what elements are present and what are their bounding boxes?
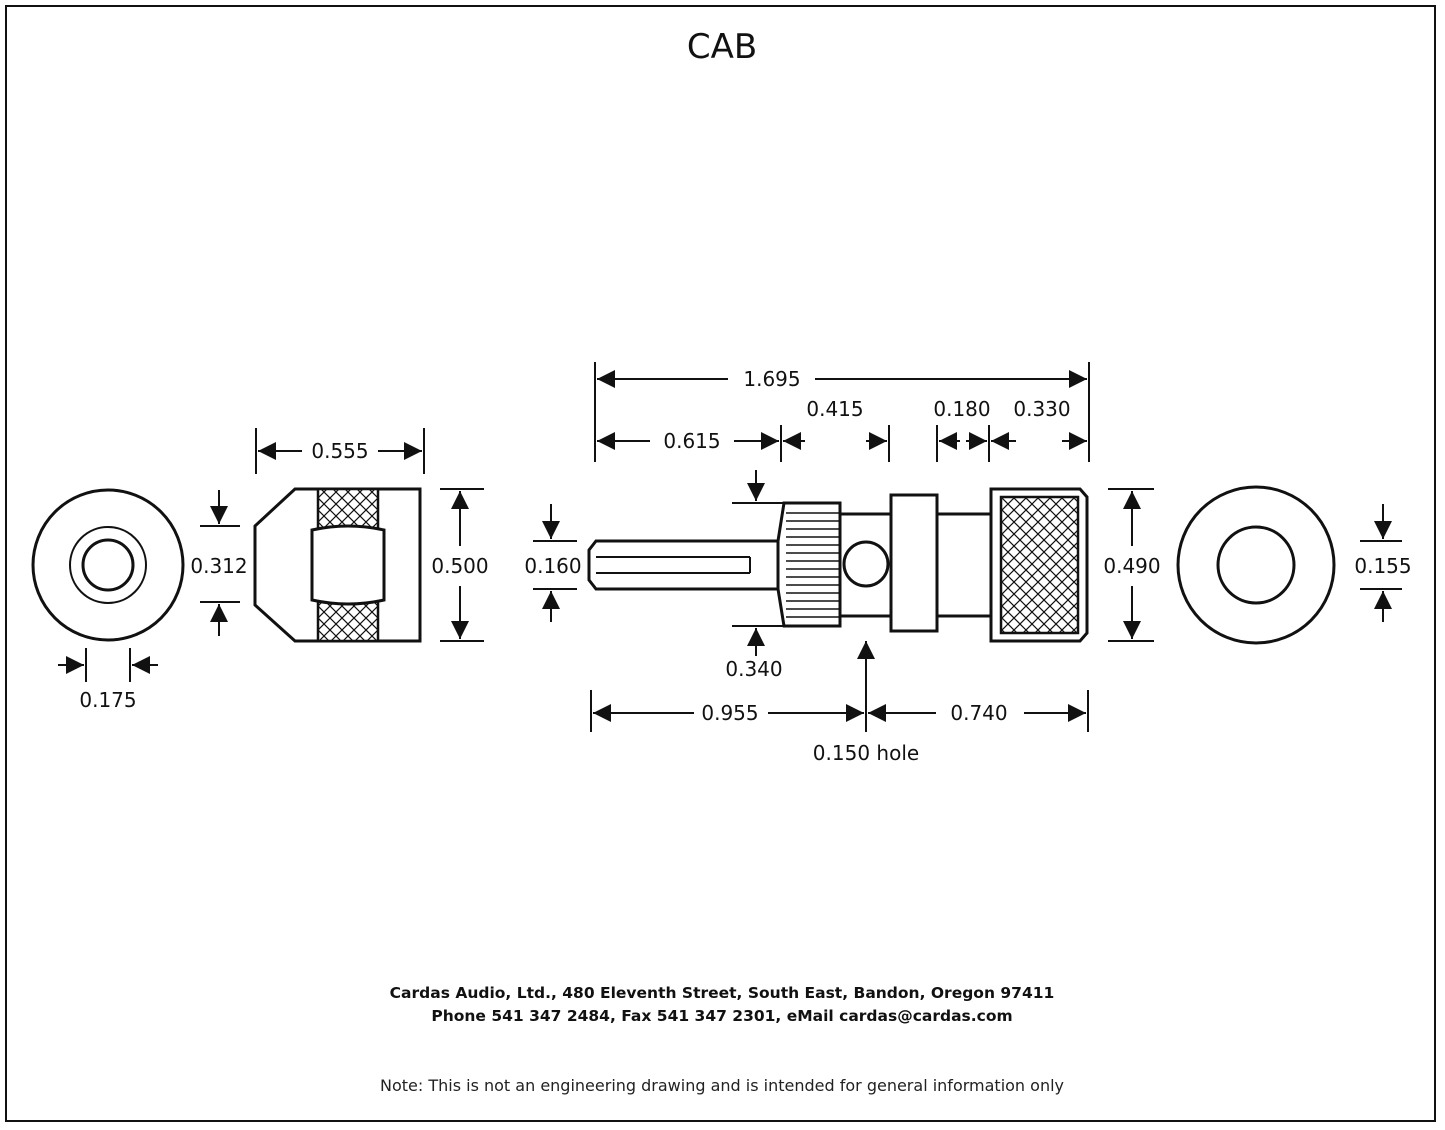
dim-label-0490: 0.490 [1103, 554, 1160, 578]
dim-label-0555: 0.555 [311, 439, 368, 463]
left-end-view [31, 488, 185, 642]
company-contact: Phone 541 347 2484, Fax 541 347 2301, eM… [431, 1007, 1012, 1025]
dim-0740: 0.740 [868, 690, 1089, 732]
drawing-border [5, 5, 1436, 1122]
dim-0155: 0.155 [1354, 504, 1412, 622]
disclaimer-note: Note: This is not an engineering drawing… [380, 1076, 1064, 1095]
dim-0175: 0.175 [58, 648, 158, 712]
dim-label-0330: 0.330 [1013, 397, 1070, 421]
dim-label-0180: 0.180 [933, 397, 990, 421]
dim-0330: 0.330 [991, 397, 1087, 450]
company-address: Cardas Audio, Ltd., 480 Eleventh Street,… [390, 984, 1055, 1002]
dim-label-0150: 0.150 hole [813, 741, 919, 765]
dim-0340: 0.340 [725, 470, 784, 681]
dim-label-0955: 0.955 [701, 701, 758, 725]
dim-label-0175: 0.175 [79, 688, 136, 712]
dim-label-0415: 0.415 [806, 397, 863, 421]
sleeve-side-view [253, 487, 422, 643]
dim-0180: 0.180 [933, 397, 991, 462]
dim-0160: 0.160 [524, 504, 582, 622]
dim-0415: 0.415 [783, 397, 890, 462]
dim-label-0340: 0.340 [725, 657, 782, 681]
plug-side-view [587, 487, 1089, 643]
dim-0150-hole: 0.150 hole [813, 641, 919, 765]
dim-label-0500: 0.500 [431, 554, 488, 578]
drawing-title: CAB [687, 27, 757, 67]
dim-0555: 0.555 [255, 428, 425, 474]
dim-0500: 0.500 [431, 488, 489, 642]
dim-0312: 0.312 [190, 490, 248, 636]
dim-label-0155: 0.155 [1354, 554, 1411, 578]
dim-1695: 1.695 [594, 362, 1090, 462]
thread-lines [786, 512, 840, 618]
dim-label-0740: 0.740 [950, 701, 1007, 725]
dim-label-0312: 0.312 [190, 554, 247, 578]
dim-label-0615: 0.615 [663, 429, 720, 453]
dim-0955: 0.955 [590, 690, 864, 732]
dim-0490: 0.490 [1103, 488, 1161, 642]
dim-0615: 0.615 [597, 425, 782, 462]
dim-label-0160: 0.160 [524, 554, 581, 578]
dim-label-1695: 1.695 [743, 367, 800, 391]
right-end-view [1176, 485, 1336, 645]
